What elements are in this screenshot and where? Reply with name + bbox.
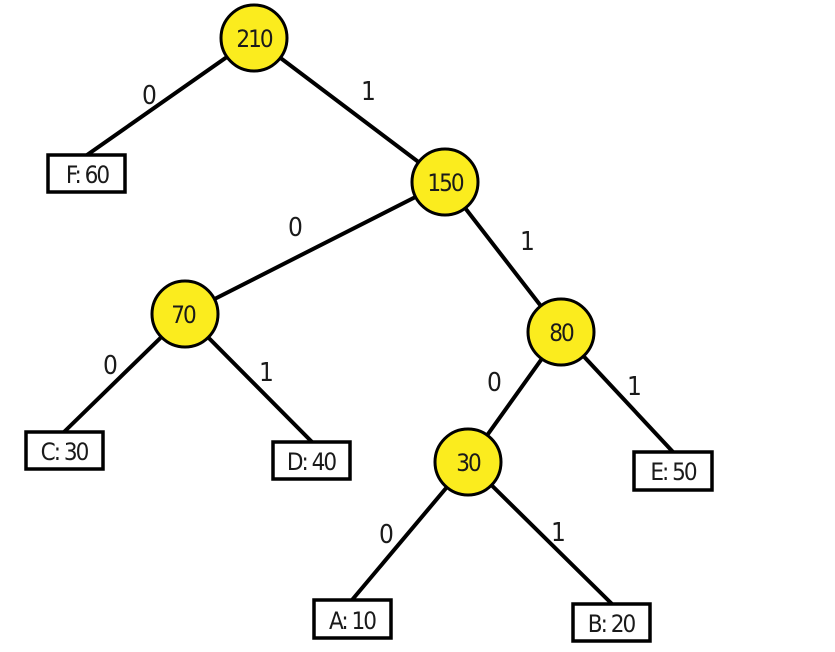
node-210: 210 bbox=[219, 3, 289, 73]
edge-label-150-70: 0 bbox=[288, 213, 303, 243]
edge-label-80-E: 1 bbox=[627, 372, 642, 402]
leaf-F: F: 60 bbox=[46, 153, 127, 194]
node-30: 30 bbox=[433, 427, 503, 497]
node-80: 80 bbox=[526, 297, 596, 367]
edge-label-root-150: 1 bbox=[361, 77, 376, 107]
leaf-B-label: B: 20 bbox=[588, 610, 636, 638]
edge-label-30-B: 1 bbox=[551, 518, 566, 548]
edge-label-70-D: 1 bbox=[259, 358, 274, 388]
leaf-D: D: 40 bbox=[271, 440, 352, 481]
node-80-label: 80 bbox=[549, 319, 574, 347]
edge-label-30-A: 0 bbox=[379, 520, 394, 550]
leaf-E-label: E: 50 bbox=[650, 458, 697, 486]
node-150: 150 bbox=[410, 147, 480, 217]
node-30-label: 30 bbox=[456, 449, 481, 477]
leaf-C: C: 30 bbox=[24, 430, 105, 471]
leaf-D-label: D: 40 bbox=[287, 448, 336, 476]
leaf-A-label: A: 10 bbox=[329, 607, 376, 635]
edge-150-70 bbox=[183, 180, 447, 316]
node-150-label: 150 bbox=[427, 169, 463, 197]
leaf-C-label: C: 30 bbox=[41, 438, 89, 466]
node-210-label: 210 bbox=[236, 25, 272, 53]
edge-label-80-30: 0 bbox=[487, 368, 502, 398]
edge-label-150-80: 1 bbox=[520, 227, 535, 257]
leaf-A: A: 10 bbox=[312, 598, 393, 640]
node-70: 70 bbox=[150, 279, 220, 349]
edge-root-150 bbox=[252, 36, 447, 184]
leaf-B: B: 20 bbox=[571, 602, 652, 643]
edge-label-root-F: 0 bbox=[142, 81, 157, 111]
edge-label-70-C: 0 bbox=[103, 351, 118, 381]
leaf-E: E: 50 bbox=[632, 450, 714, 492]
leaf-F-label: F: 60 bbox=[66, 161, 109, 189]
node-70-label: 70 bbox=[171, 301, 196, 329]
